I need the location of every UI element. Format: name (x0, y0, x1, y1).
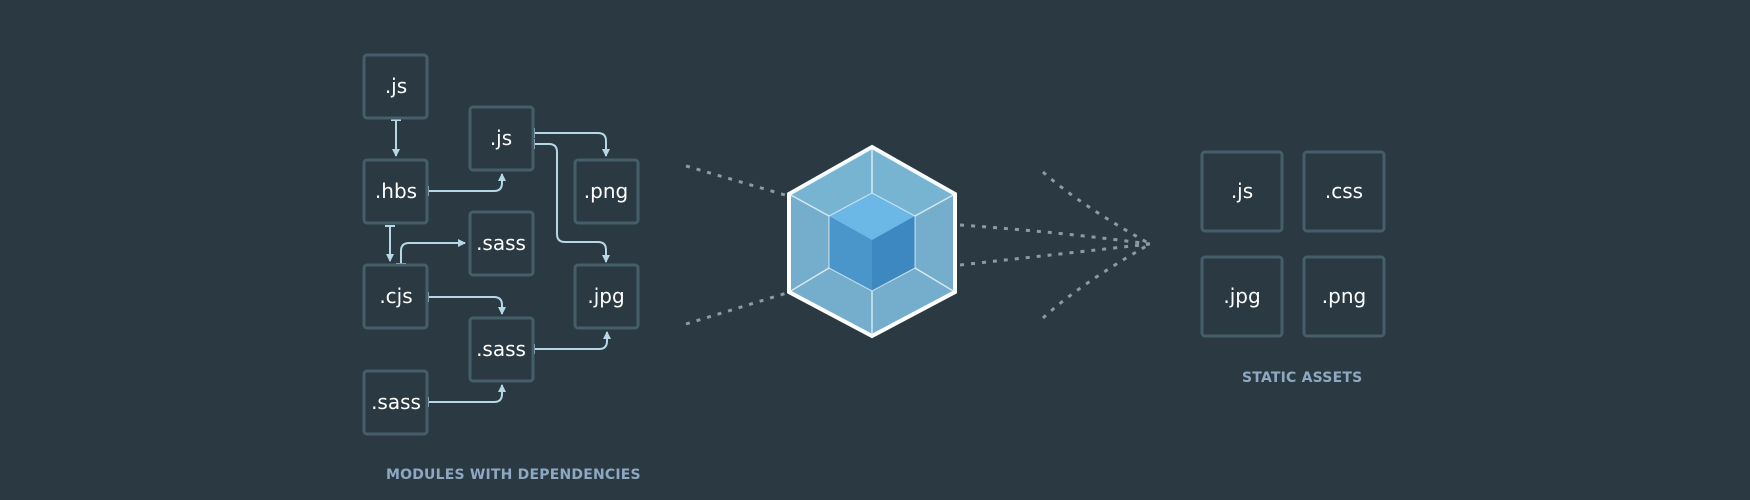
modules-group: .js .hbs .cjs .sass .js .sass (362, 53, 640, 436)
asset-css: .css (1302, 150, 1386, 233)
arrow-hbs-to-js (428, 173, 506, 192)
module-sass-mid: .sass (468, 210, 535, 277)
webpack-cube-icon (787, 144, 957, 339)
module-png-label: .png (584, 179, 628, 203)
asset-css-label: .css (1325, 179, 1363, 203)
asset-png: .png (1302, 255, 1386, 338)
arrow-cjs-to-sass-low (428, 296, 506, 315)
flow-line-fan-bottom (1041, 242, 1151, 320)
module-png: .png (573, 158, 640, 225)
arrow-cjs-to-sass (400, 239, 466, 264)
assets-group: .js .css .jpg .png (1200, 150, 1386, 338)
module-hbs-label: .hbs (375, 179, 417, 203)
module-js-mid: .js (468, 105, 535, 172)
module-jpg-label: .jpg (587, 284, 624, 308)
module-sass-low-label: .sass (476, 337, 526, 361)
module-js-top: .js (362, 53, 429, 120)
asset-jpg: .jpg (1200, 255, 1284, 338)
flow-lines (685, 164, 1151, 326)
module-sass-mid-label: .sass (476, 231, 526, 255)
module-hbs: .hbs (362, 158, 429, 225)
asset-png-label: .png (1322, 284, 1366, 308)
asset-js-label: .js (1231, 179, 1253, 203)
asset-jpg-label: .jpg (1223, 284, 1260, 308)
module-jpg: .jpg (573, 263, 640, 330)
arrow-js-to-jpg (534, 143, 610, 263)
module-sass-bottom: .sass (362, 369, 429, 436)
module-js-mid-label: .js (490, 126, 512, 150)
flow-line-out-top (959, 223, 1151, 246)
arrow-sass-to-jpg (534, 331, 611, 350)
flow-line-fan-top (1042, 170, 1151, 246)
modules-caption: MODULES WITH DEPENDENCIES (386, 467, 641, 483)
module-sass-bottom-label: .sass (371, 390, 421, 414)
asset-js: .js (1200, 150, 1284, 233)
assets-caption: STATIC ASSETS (1242, 370, 1363, 386)
flow-line-in-top (685, 164, 793, 199)
module-sass-low: .sass (468, 316, 535, 383)
flow-line-in-bottom (685, 290, 791, 326)
arrow-sass-to-sass (428, 384, 506, 403)
flow-line-out-bottom (959, 242, 1151, 267)
module-cjs-label: .cjs (379, 284, 412, 308)
module-js-top-label: .js (385, 74, 407, 98)
arrow-js-to-png (534, 132, 610, 157)
module-cjs: .cjs (362, 263, 429, 330)
